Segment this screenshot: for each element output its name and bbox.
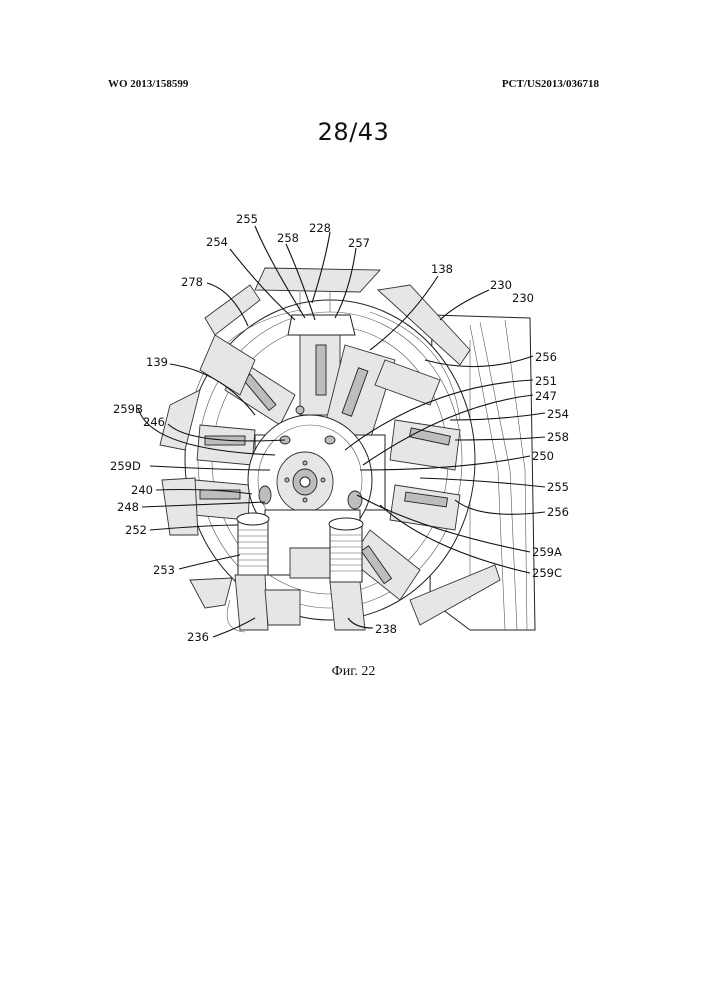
ref-label-230: 230 bbox=[512, 291, 534, 305]
ref-label-256: 256 bbox=[547, 505, 569, 519]
ref-label-236: 236 bbox=[187, 630, 209, 644]
ref-label-238: 238 bbox=[375, 622, 397, 636]
ref-label-253: 253 bbox=[153, 563, 175, 577]
ref-label-255: 255 bbox=[236, 212, 258, 226]
ref-label-139: 139 bbox=[146, 355, 168, 369]
ref-label-258: 258 bbox=[547, 430, 569, 444]
ref-label-138: 138 bbox=[431, 262, 453, 276]
ref-label-246: 246 bbox=[143, 415, 165, 429]
lower-assembly bbox=[227, 510, 365, 632]
ref-label-255: 255 bbox=[547, 480, 569, 494]
ref-label-256: 256 bbox=[535, 350, 557, 364]
ref-label-230: 230 bbox=[490, 278, 512, 292]
figure-caption: Фиг. 22 bbox=[0, 664, 707, 680]
ref-label-254: 254 bbox=[206, 235, 228, 249]
ref-label-259D: 259D bbox=[110, 459, 141, 473]
ref-label-259C: 259C bbox=[532, 566, 562, 580]
ref-label-259B: 259B bbox=[113, 402, 143, 416]
ref-label-247: 247 bbox=[535, 389, 557, 403]
ref-label-258: 258 bbox=[277, 231, 299, 245]
ref-label-254: 254 bbox=[547, 407, 569, 421]
ref-label-252: 252 bbox=[125, 523, 147, 537]
ref-label-259A: 259A bbox=[532, 545, 562, 559]
ref-label-248: 248 bbox=[117, 500, 139, 514]
ref-label-251: 251 bbox=[535, 374, 557, 388]
ref-label-240: 240 bbox=[131, 483, 153, 497]
ref-label-250: 250 bbox=[532, 449, 554, 463]
ref-label-228: 228 bbox=[309, 221, 331, 235]
ref-label-257: 257 bbox=[348, 236, 370, 250]
ref-label-278: 278 bbox=[181, 275, 203, 289]
